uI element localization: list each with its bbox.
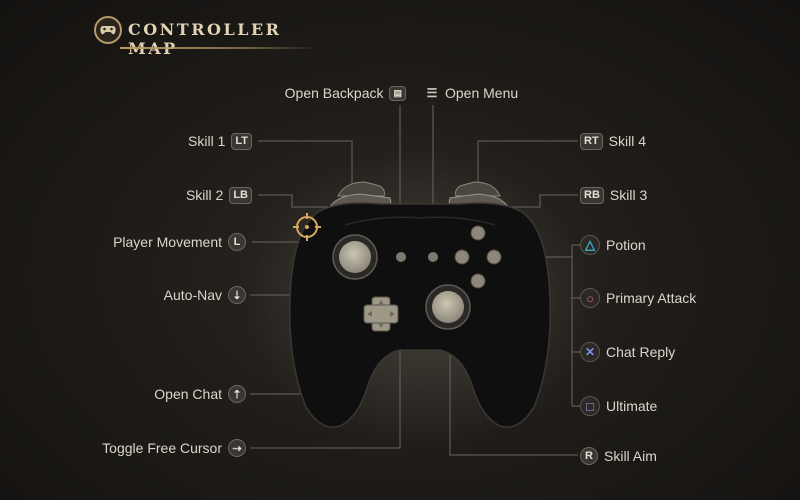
mapping-label: Skill 4 [608,133,647,149]
free-cursor-reticle-icon [293,213,321,241]
mapping-label: Skill 3 [609,187,648,203]
mapping-label: Open Menu [445,85,519,101]
square-button-icon: □ [580,396,600,416]
dpad-right-icon: ⇢ [228,439,246,457]
right-stick [432,291,464,323]
dpad-down-icon: ⇣ [228,286,246,304]
share-button-dot [396,252,406,262]
mapping-label: Chat Reply [606,344,676,360]
circle-button-icon: ○ [580,288,600,308]
lb-button-icon: LB [229,186,252,204]
mapping-label: Potion [606,237,646,253]
mapping-potion[interactable]: △ Potion [580,235,646,255]
mapping-open-menu[interactable]: ☰ Open Menu [425,83,519,103]
mapping-open-backpack[interactable]: Open Backpack ▤ [274,83,406,103]
mapping-skill-aim[interactable]: R Skill Aim [580,446,657,466]
left-stick [339,241,371,273]
left-stick-icon: L [228,233,246,251]
mapping-label: Open Backpack [284,85,384,101]
mapping-ultimate[interactable]: □ Ultimate [580,396,657,416]
rb-button-icon: RB [580,186,604,204]
options-button-dot [428,252,438,262]
touchpad-left-icon: ▤ [389,85,406,101]
options-icon: ☰ [426,86,438,100]
page-title: CONTROLLER MAP [128,20,282,58]
mapping-label: Skill 1 [188,133,226,149]
triangle-button-icon: △ [580,235,600,255]
mapping-player-movement[interactable]: Player Movement L [80,232,246,252]
mapping-label: Open Chat [154,386,222,402]
right-stick-icon: R [580,447,598,465]
mapping-auto-nav[interactable]: Auto-Nav ⇣ [100,285,246,305]
gamepad-icon [94,16,122,44]
cross-button-icon: ✕ [580,342,600,362]
mapping-label: Ultimate [606,398,658,414]
mapping-chat-reply[interactable]: ✕ Chat Reply [580,342,675,362]
mapping-label: Skill 2 [185,187,224,203]
title-underline [120,47,320,49]
mapping-skill-4[interactable]: RT Skill 4 [580,131,646,151]
mapping-open-chat[interactable]: Open Chat ⇡ [100,384,246,404]
mapping-skill-1[interactable]: Skill 1 LT [120,131,252,151]
mapping-skill-3[interactable]: RB Skill 3 [580,185,647,205]
rt-button-icon: RT [580,132,603,150]
mapping-primary-attack[interactable]: ○ Primary Attack [580,288,696,308]
dpad [363,296,399,332]
mapping-label: Skill Aim [604,448,657,464]
mapping-label: Auto-Nav [163,287,222,303]
mapping-label: Player Movement [113,234,222,250]
page-header: CONTROLLER MAP [94,14,324,58]
mapping-label: Toggle Free Cursor [102,440,222,456]
dpad-up-icon: ⇡ [228,385,246,403]
mapping-label: Primary Attack [606,290,697,306]
lt-button-icon: LT [231,132,252,150]
mapping-skill-2[interactable]: Skill 2 LB [120,185,252,205]
face-buttons [454,225,502,289]
mapping-toggle-free-cursor[interactable]: Toggle Free Cursor ⇢ [70,438,246,458]
